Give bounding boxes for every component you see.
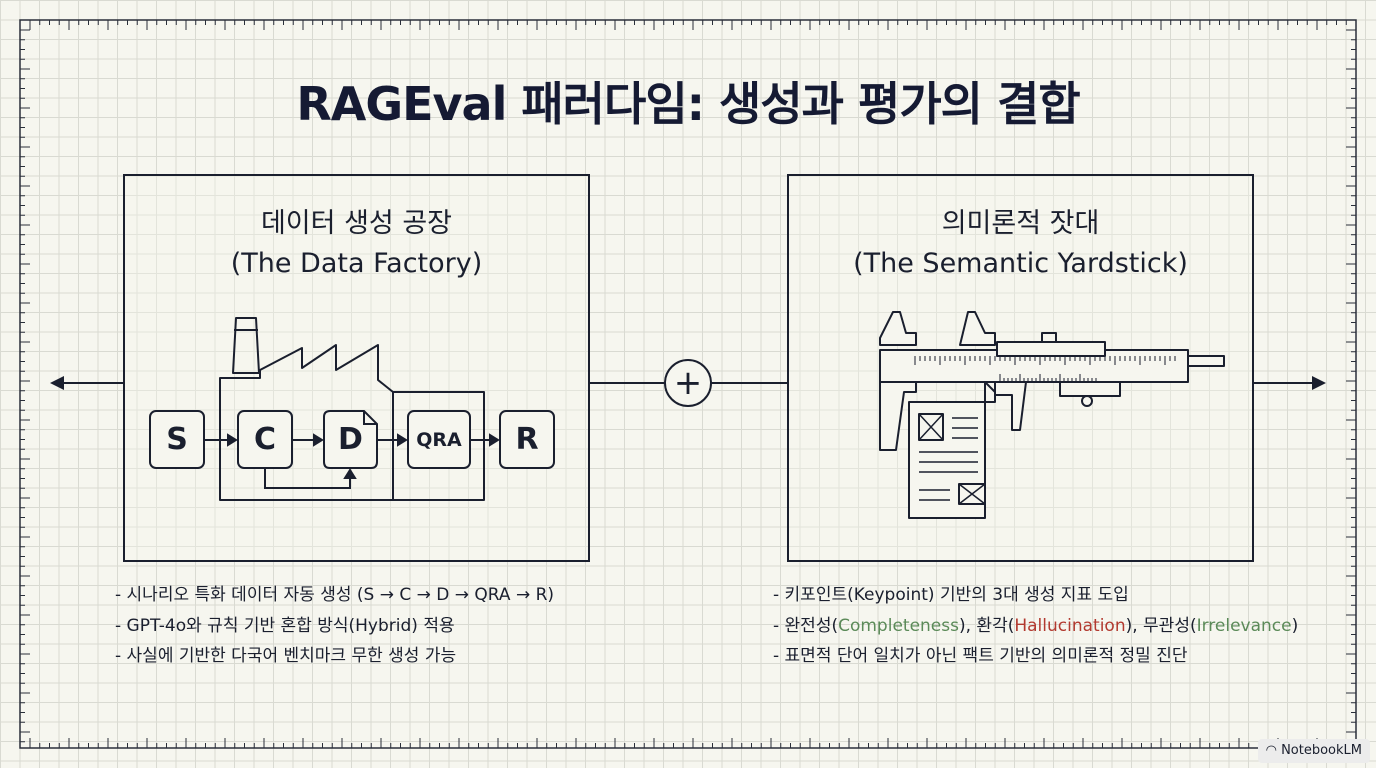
list-item-metrics: - 완전성(Completeness), 환각(Hallucination), … [773,611,1298,642]
pipeline-arrows [204,433,500,489]
factory-icon [219,317,485,501]
stage-label-r: R [515,422,539,457]
metric-text: ), 무관성( [1125,615,1197,636]
metric-hallucination: Hallucination [1014,615,1126,636]
plus-symbol: + [673,363,703,403]
data-factory-panel: 데이터 생성 공장 (The Data Factory) [123,174,590,562]
metric-completeness: Completeness [838,615,959,636]
caliper-icon [879,311,1225,519]
notebooklm-logo-icon: ◠ [1265,743,1277,758]
list-item: - 키포인트(Keypoint) 기반의 3대 생성 지표 도입 [773,585,1129,605]
stage-label-s: S [166,422,188,457]
plus-icon [664,359,712,407]
data-factory-bullets: - 시나리오 특화 데이터 자동 생성 (S → C → D → QRA → R… [115,580,554,672]
stage-label-qra: QRA [416,429,462,451]
stage-box-d [323,410,378,469]
semantic-yardstick-title-en: (The Semantic Yardstick) [853,248,1188,279]
notebooklm-label: NotebookLM [1281,743,1362,758]
list-item: - GPT-4o와 규칙 기반 혼합 방식(Hybrid) 적용 [115,615,455,636]
arrow-right-icon [1312,376,1326,390]
metric-text: ) [1291,615,1299,636]
metric-text: - 완전성( [773,615,839,636]
semantic-yardstick-title: 의미론적 잣대 (The Semantic Yardstick) [789,204,1252,284]
stage-label-c: C [253,422,277,457]
semantic-yardstick-bullets: - 키포인트(Keypoint) 기반의 3대 생성 지표 도입 - 완전성(C… [773,580,1298,672]
data-factory-title-ko: 데이터 생성 공장 [260,208,453,239]
list-item: - 표면적 단어 일치가 아닌 팩트 기반의 의미론적 정밀 진단 [773,646,1188,666]
semantic-yardstick-title-ko: 의미론적 잣대 [941,208,1100,239]
stage-box-r [499,410,555,469]
data-factory-title-en: (The Data Factory) [230,248,483,279]
metric-irrelevance: Irrelevance [1196,615,1292,636]
page-title: RAGEval 패러다임: 생성과 평가의 결합 [296,77,1080,131]
metric-text: ), 환각( [958,615,1015,636]
arrow-left-icon [50,376,64,390]
notebooklm-badge: ◠ NotebookLM [1257,739,1370,763]
list-item: - 시나리오 특화 데이터 자동 생성 (S → C → D → QRA → R… [115,585,555,605]
list-item: - 사실에 기반한 다국어 벤치마크 무한 생성 가능 [115,646,457,666]
data-factory-title: 데이터 생성 공장 (The Data Factory) [125,204,588,284]
stage-label-d: D [338,422,363,457]
